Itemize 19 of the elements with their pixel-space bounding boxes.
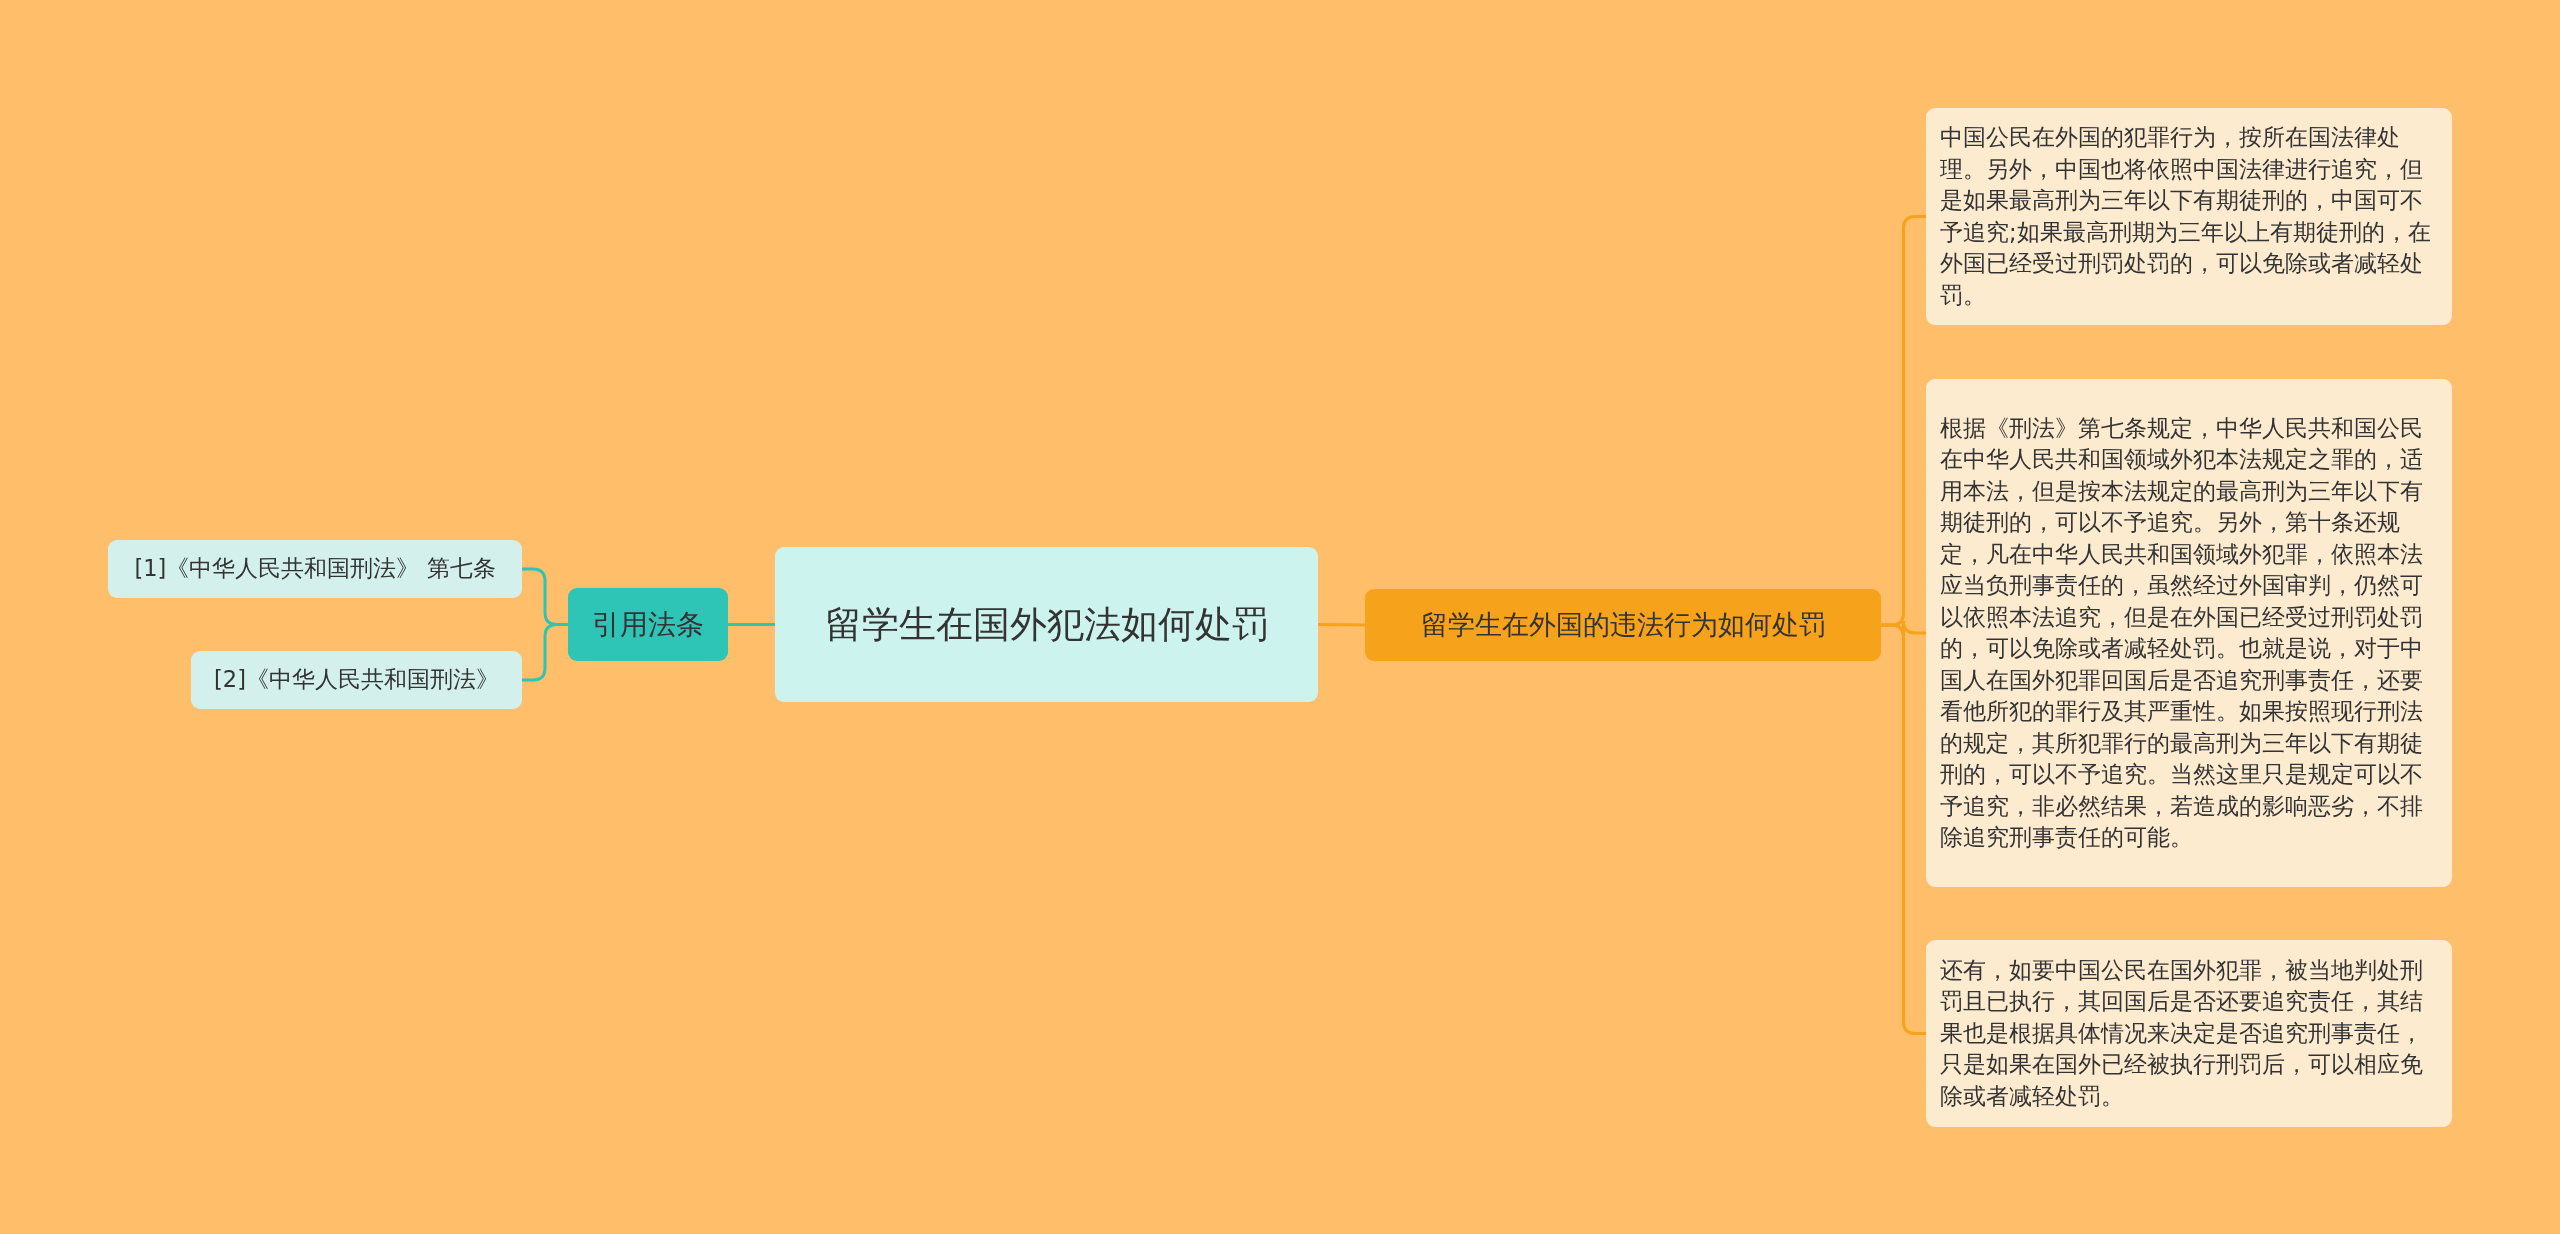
connector-line bbox=[1318, 623, 1365, 627]
node-text: 引用法条 bbox=[592, 606, 704, 643]
topic-box bbox=[568, 588, 728, 661]
connector-line bbox=[728, 623, 775, 626]
paragraph-box bbox=[1926, 940, 2452, 1127]
paragraph-box bbox=[1926, 108, 2452, 325]
reference-box bbox=[191, 651, 522, 709]
node-text: 留学生在国外犯法如何处罚 bbox=[824, 601, 1269, 648]
root-topic-box bbox=[775, 547, 1318, 702]
connector-line bbox=[1881, 623, 1926, 1035]
node-text: 中国公民在外国的犯罪行为，按所在国法律处理。另外，中国也将依照中国法律进行追究，但是如果最高刑为三年以下有期徒刑的，中国可不予追究;如果最高刑期为三年以上有期徒刑的，在外国已经受过刑罚处罚的，可以免除或者减轻处罚。 bbox=[1940, 123, 2432, 310]
node-text: [1]《中华人民共和国刑法》 第七条 bbox=[134, 554, 496, 584]
topic-box bbox=[1365, 589, 1881, 661]
node-text: 还有，如要中国公民在国外犯罪，被当地判处刑罚且已执行，其回国后是否还要追究责任，其结果也是根据具体情况来决定是否追究刑事责任，只是如果在国外已经被执行刑罚后，可以相应免除或者减轻处罚。 bbox=[1940, 955, 2424, 1111]
node-text: [2]《中华人民共和国刑法》 bbox=[214, 665, 499, 695]
node-text: 根据《刑法》第七条规定，中华人民共和国公民在中华人民共和国领域外犯本法规定之罪的，适用本法，但是按本法规定的最高刑为三年以下有期徒刑的，可以不予追究。另外，第十条还规定，凡在中华人民共和国领域外犯罪，依照本法应当负刑事责任的，虽然经过外国审判，仍然可以依照本法追究，但是在外国已经受过刑罚处罚的，可以免除或者减轻处罚。也就是说，对于中国人在国外犯罪回国后是否追究刑事责任，还要看他所犯的罪行及其严重性。如果按照现行刑法的规定，其所犯罪行的最高刑为三年以下有期徒刑的，可以不予追究。当然这里只是规定可以不予追究，非必然结果，若造成的影响恶劣，不排除追究刑事责任的可能。 bbox=[1940, 413, 2424, 852]
node-text: 留学生在外国的违法行为如何处罚 bbox=[1420, 608, 1826, 643]
paragraph-box bbox=[1926, 379, 2452, 887]
reference-box bbox=[108, 540, 522, 598]
